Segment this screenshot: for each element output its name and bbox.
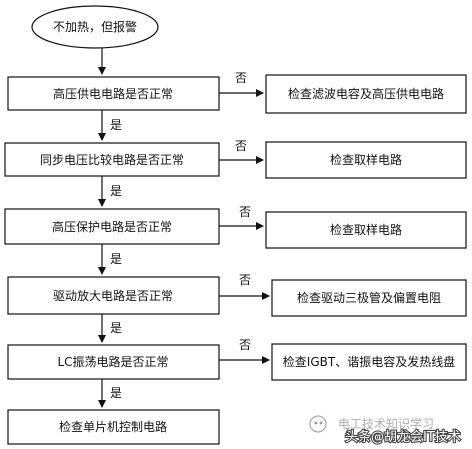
fix-5-box — [271, 343, 467, 381]
watermark-primary: 头条@胡龙会IT技术 — [345, 429, 461, 445]
fix-1-label: 检查滤波电容及高压供电电路 — [288, 86, 444, 101]
fix-4-label: 检查驱动三极管及偏置电阻 — [297, 290, 441, 305]
start-label: 不加热，但报警 — [53, 19, 137, 34]
check-1-no-label: 否 — [235, 71, 247, 85]
fix-3-label: 检查取样电路 — [330, 222, 402, 237]
check-2-label: 同步电压比较电路是否正常 — [40, 152, 184, 167]
check-4-no-label: 否 — [239, 273, 251, 287]
watermark-logo-icon — [309, 415, 327, 433]
check-5-no-label: 否 — [239, 338, 251, 352]
check-4-label: 驱动放大电路是否正常 — [53, 288, 173, 303]
check-1-yes-label: 是 — [110, 118, 122, 132]
check-2-yes-label: 是 — [110, 184, 122, 198]
check-1-box — [7, 76, 220, 111]
check-5-box — [7, 344, 220, 380]
start-terminal — [31, 5, 159, 49]
check-3-no-label: 否 — [239, 205, 251, 219]
watermark: 电工技术知识学习 头条@胡龙会IT技术 — [309, 415, 462, 446]
fix-3-box — [265, 211, 467, 249]
check-2-no-label: 否 — [235, 139, 247, 153]
check-5-yes-label: 是 — [110, 386, 122, 400]
check-3-yes-label: 是 — [110, 252, 122, 266]
fix-4-box — [271, 279, 467, 317]
end-label: 检查单片机控制电路 — [59, 419, 167, 434]
watermark-secondary: 电工技术知识学习 — [338, 416, 434, 431]
check-5-label: LC振荡电路是否正常 — [57, 354, 168, 369]
check-4-yes-label: 是 — [110, 321, 122, 335]
end-box — [7, 409, 220, 445]
fix-2-label: 检查取样电路 — [330, 152, 402, 167]
fix-2-box — [265, 141, 467, 179]
check-1-label: 高压供电电路是否正常 — [53, 86, 173, 101]
fix-1-box — [265, 74, 467, 114]
check-4-box — [7, 276, 220, 315]
check-3-label: 高压保护电路是否正常 — [52, 219, 172, 234]
fix-5-label: 检查IGBT、谐振电容及发热线盘 — [283, 354, 455, 369]
